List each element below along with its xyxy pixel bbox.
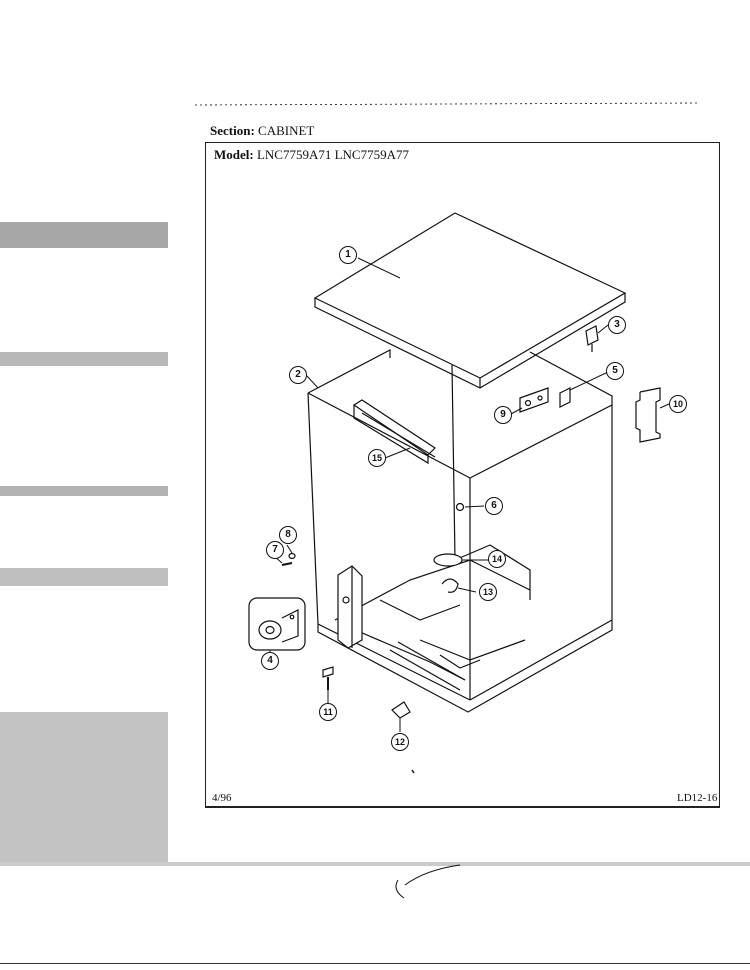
back-bracket (352, 399, 436, 465)
scan-artifact (0, 568, 168, 586)
callout-8: 8 (279, 526, 297, 544)
header-dash (194, 102, 701, 106)
callout-1: 1 (339, 246, 357, 264)
clamp-12 (391, 701, 411, 719)
callout-10: 10 (669, 395, 687, 413)
scan-mark (395, 864, 461, 899)
top-panel (313, 212, 627, 389)
model-value: LNC7759A71 LNC7759A77 (256, 147, 409, 162)
washer-8 (288, 552, 296, 560)
grommet-14 (433, 553, 463, 567)
scan-artifact (0, 352, 168, 366)
screw-7 (281, 562, 293, 566)
callout-15: 15 (368, 449, 386, 467)
callout-3: 3 (608, 316, 626, 334)
support-post (337, 565, 363, 649)
leveling-leg-11 (322, 666, 334, 690)
footer-code: LD12-16 (677, 792, 718, 804)
section-title: Section: CABINET (210, 123, 314, 139)
scan-artifact (0, 862, 750, 866)
bracket-10 (635, 387, 661, 443)
callout-9: 9 (494, 406, 512, 424)
bottom-rule (0, 963, 750, 964)
scan-artifact (0, 712, 168, 862)
clip-5 (559, 387, 571, 408)
callout-13: 13 (479, 583, 497, 601)
callout-6: 6 (485, 497, 503, 515)
bracket-9 (519, 387, 549, 413)
callout-5: 5 (606, 362, 624, 380)
clip-3 (585, 325, 599, 352)
footer-date: 4/96 (212, 792, 232, 804)
scan-artifact (0, 222, 168, 248)
section-value: CABINET (258, 123, 315, 138)
section-label: Section: (210, 123, 255, 138)
callout-14: 14 (488, 550, 506, 568)
leader-lines (269, 257, 670, 732)
scan-artifact (0, 486, 168, 496)
callout-4: 4 (261, 652, 279, 670)
screw-6 (455, 502, 465, 512)
callout-11: 11 (319, 703, 337, 721)
callout-7: 7 (266, 541, 284, 559)
model-label: Model: (214, 147, 254, 162)
model-title: Model: LNC7759A71 LNC7759A77 (214, 147, 409, 163)
scan-speck (411, 769, 415, 774)
footer-rule (205, 806, 720, 808)
callout-12: 12 (391, 733, 409, 751)
callout-2: 2 (289, 366, 307, 384)
clip-13 (441, 578, 459, 593)
roller-assembly-4 (248, 597, 306, 651)
